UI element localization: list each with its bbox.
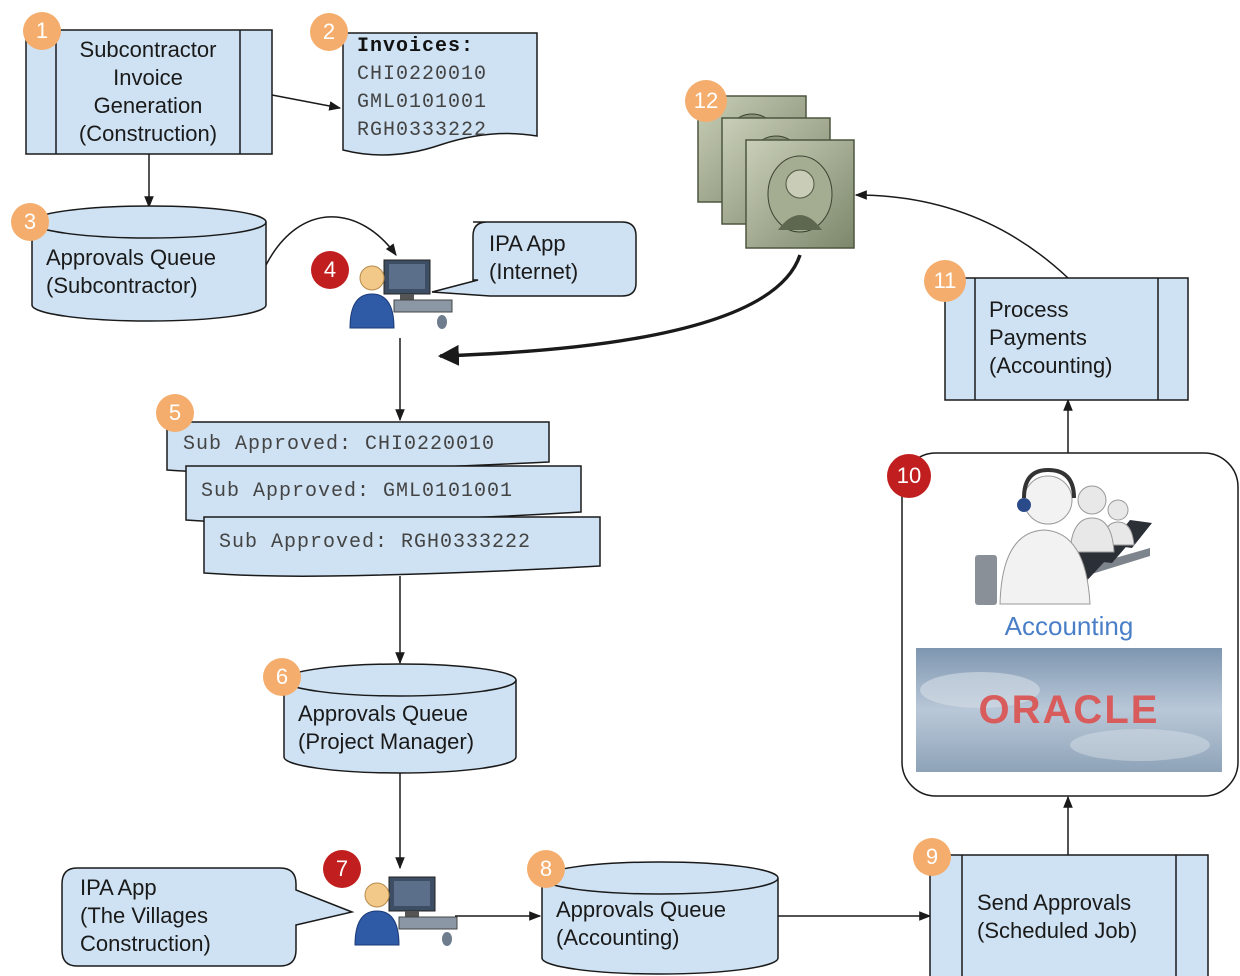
step-8-badge: 8	[527, 850, 565, 888]
call-center-agents-icon	[975, 467, 1152, 605]
step-9-label: Send Approvals (Scheduled Job)	[977, 889, 1137, 945]
step-6-line-2: (Project Manager)	[298, 729, 475, 754]
accounting-label: Accounting	[1004, 611, 1134, 641]
step-9-line-2: (Scheduled Job)	[977, 918, 1138, 943]
invoice-number: GML0101001	[357, 91, 488, 114]
step-3-label: Approvals Queue (Subcontractor)	[46, 244, 216, 300]
step-4-badge: 4	[311, 251, 349, 289]
step-9-process-box	[929, 854, 1209, 976]
step-7-callout-text: IPA App (The Villages Construction)	[80, 874, 211, 958]
step-4-computer-user-icon	[349, 259, 453, 330]
step-1-badge: 1	[23, 12, 61, 50]
step-1-line-3: Generation	[93, 93, 203, 118]
step-1-line-4: (Construction)	[78, 121, 218, 146]
step-5-doc-1-text: Sub Approved: CHI0220010	[183, 433, 496, 456]
step-1-process-box	[25, 29, 273, 155]
oracle-logo	[916, 648, 1222, 772]
step-11-line-3: (Accounting)	[989, 353, 1113, 378]
invoice-number: RGH0333222	[357, 119, 488, 142]
invoices-title: Invoices:	[357, 35, 475, 58]
callout-line-3: Construction)	[80, 931, 211, 956]
callout-line-1: IPA App	[489, 231, 566, 256]
step-5-doc-2-text: Sub Approved: GML0101001	[201, 480, 514, 503]
step-2-invoice-list: Invoices: CHI0220010 GML0101001 RGH03332…	[357, 33, 487, 145]
step-3-badge: 3	[11, 203, 49, 241]
step-3-cylinder	[31, 205, 267, 322]
dollar-bills-icon	[697, 95, 855, 249]
step-11-line-2: Payments	[989, 325, 1087, 350]
step-9-line-1: Send Approvals	[977, 890, 1132, 915]
step-5-documents	[166, 421, 601, 577]
arrow-11-to-12	[854, 190, 1069, 279]
step-6-badge: 6	[263, 658, 301, 696]
step-3-line-2: (Subcontractor)	[46, 273, 198, 298]
step-11-label: Process Payments (Accounting)	[989, 296, 1113, 380]
step-7-badge: 7	[323, 850, 361, 888]
step-4-callout	[431, 221, 637, 297]
step-4-callout-text: IPA App (Internet)	[489, 230, 578, 286]
callout-line-1: IPA App	[80, 875, 157, 900]
step-6-line-1: Approvals Queue	[298, 701, 468, 726]
step-2-badge: 2	[310, 13, 348, 51]
step-8-line-2: (Accounting)	[556, 925, 680, 950]
step-7-computer-user-icon	[354, 876, 458, 947]
step-3-line-1: Approvals Queue	[46, 245, 216, 270]
arrow-3-to-4	[265, 216, 397, 266]
step-6-cylinder	[283, 663, 517, 774]
step-1-label: Subcontractor Invoice Generation (Constr…	[56, 36, 240, 148]
arrow-12-to-4	[437, 254, 802, 366]
step-1-line-1: Subcontractor	[79, 37, 217, 62]
step-7-callout	[61, 867, 355, 967]
step-5-doc-3-text: Sub Approved: RGH0333222	[219, 531, 532, 554]
invoice-number: CHI0220010	[357, 63, 488, 86]
callout-line-2: (Internet)	[489, 259, 579, 284]
oracle-logo-text: ORACLE	[978, 688, 1160, 732]
step-2-document	[342, 32, 538, 156]
callout-line-2: (The Villages	[80, 903, 208, 928]
connectors	[144, 94, 1073, 921]
step-1-line-2: Invoice	[113, 65, 183, 90]
step-12-badge: 12	[685, 80, 727, 122]
step-8-line-1: Approvals Queue	[556, 897, 726, 922]
step-6-label: Approvals Queue (Project Manager)	[298, 700, 474, 756]
step-9-badge: 9	[913, 838, 951, 876]
arrow-1-to-2	[271, 94, 342, 111]
step-11-badge: 11	[924, 260, 966, 302]
step-11-process-box	[944, 277, 1189, 401]
step-8-label: Approvals Queue (Accounting)	[556, 896, 726, 952]
step-5-badge: 5	[156, 394, 194, 432]
step-11-line-1: Process	[989, 297, 1069, 322]
step-10-badge: 10	[887, 454, 931, 498]
step-8-cylinder	[541, 861, 779, 975]
